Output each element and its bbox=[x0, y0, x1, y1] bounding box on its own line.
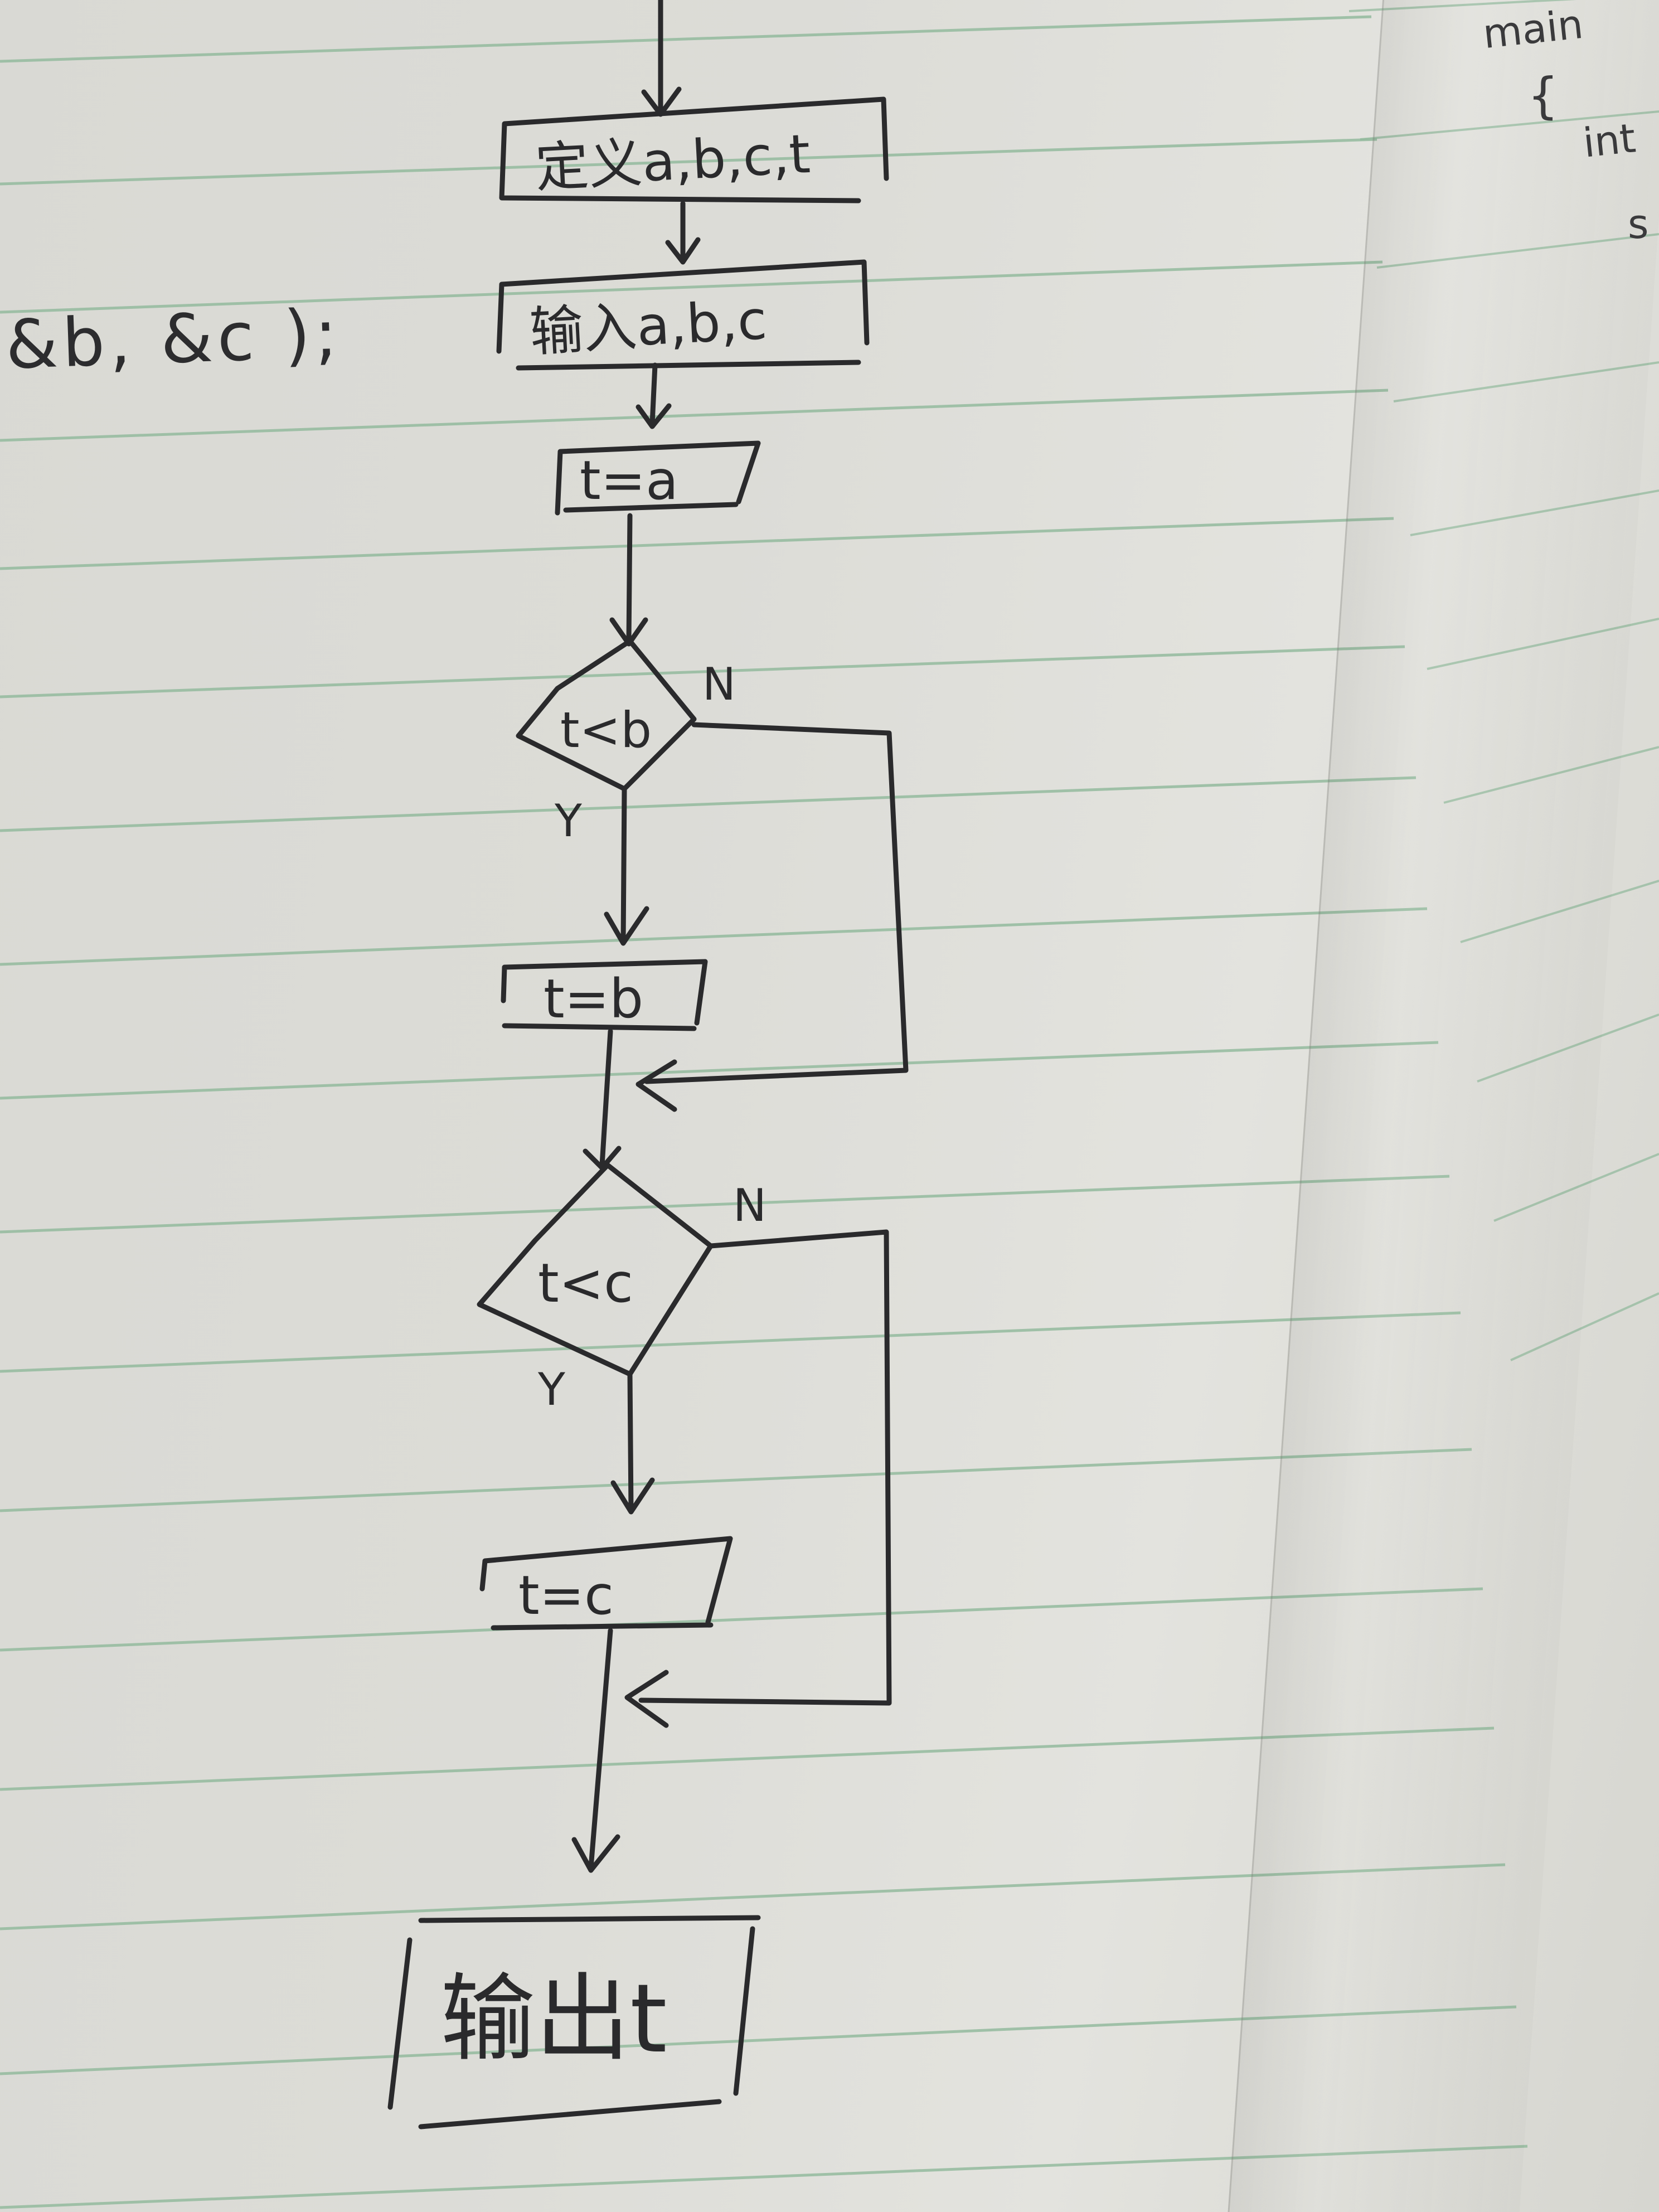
assign-a-outline bbox=[555, 440, 761, 516]
arrow-ta-decision bbox=[609, 513, 648, 647]
arrow-define-input bbox=[665, 201, 701, 265]
decision-c-no-line bbox=[638, 1229, 892, 1706]
assign-c-outline bbox=[479, 1536, 733, 1631]
decision-b-label: t<b bbox=[560, 701, 652, 759]
decision-c-label: t<c bbox=[538, 1252, 633, 1314]
output-box-label: 输出t bbox=[440, 1964, 667, 2074]
arrow-tc-output bbox=[571, 1628, 620, 1873]
assign-c-label: t=c bbox=[518, 1564, 614, 1627]
decision-c-no-label: N bbox=[733, 1180, 767, 1231]
assign-b-outline bbox=[501, 959, 708, 1031]
arrow-in bbox=[641, 0, 682, 117]
decision-b-diamond bbox=[516, 638, 697, 792]
decision-b-no-label: N bbox=[702, 658, 736, 710]
arrow-input-ta bbox=[636, 362, 672, 429]
arrow-decision-c-yes bbox=[610, 1371, 655, 1515]
decision-b-yes-label: Y bbox=[554, 795, 583, 847]
input-box-outline bbox=[496, 259, 870, 371]
right-page-line-4: s bbox=[1628, 201, 1649, 248]
right-page-line-2: { bbox=[1527, 67, 1559, 124]
define-box-label: 定义a,b,c,t bbox=[533, 123, 812, 200]
arrow-tb-decision bbox=[583, 1029, 622, 1171]
assign-b-label: t=b bbox=[544, 968, 643, 1030]
decision-b-merge-arrow bbox=[636, 1059, 677, 1112]
output-box-outline bbox=[387, 1915, 761, 2129]
arrow-decision-b-yes bbox=[604, 786, 649, 946]
decision-c-diamond bbox=[477, 1162, 714, 1377]
define-box-outline bbox=[499, 96, 889, 203]
decision-c-merge-arrow bbox=[624, 1670, 669, 1728]
decision-b-no-line bbox=[644, 722, 909, 1084]
assign-a-label: t=a bbox=[580, 449, 678, 512]
decision-c-yes-label: Y bbox=[537, 1364, 566, 1415]
input-box-label: 输入a,b,c bbox=[528, 289, 769, 363]
